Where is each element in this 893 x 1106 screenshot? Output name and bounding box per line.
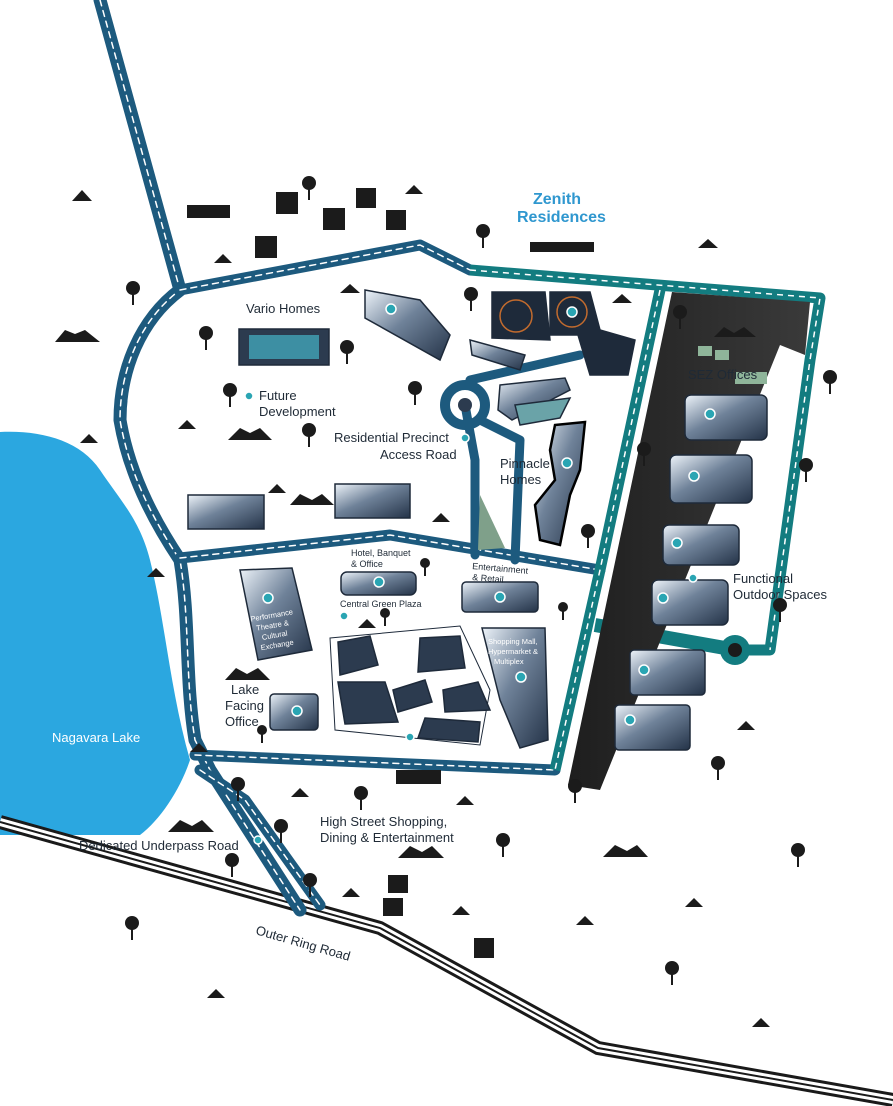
- label-lake-office-3: Office: [225, 714, 259, 729]
- label-functional-2: Outdoor Spaces: [733, 587, 827, 602]
- outer-ring-road: [0, 815, 893, 1106]
- marker-sez-2[interactable]: [688, 470, 700, 482]
- marker-zenith[interactable]: [566, 306, 578, 318]
- tree-icons: [125, 176, 837, 985]
- label-high-street-2: Dining & Entertainment: [320, 830, 454, 845]
- shopping-mall-building: [481, 627, 549, 749]
- sez-office-5: [629, 649, 706, 696]
- label-entertainment-2: & Retail: [472, 572, 504, 585]
- sez-office-2: [669, 454, 753, 504]
- label-pinnacle-1: Pinnacle: [500, 456, 550, 471]
- marker-sez-3[interactable]: [671, 537, 683, 549]
- marker-plaza[interactable]: [339, 611, 349, 621]
- marker-sez-6[interactable]: [624, 714, 636, 726]
- label-access-2: Access Road: [380, 447, 457, 462]
- label-mall-2: Hypermarket &: [488, 647, 538, 656]
- sez-office-3: [662, 524, 740, 566]
- label-hotel-1: Hotel, Banquet: [351, 548, 411, 558]
- marker-theatre[interactable]: [262, 592, 274, 604]
- roundabout: [440, 380, 490, 430]
- outer-ring-road-label: Outer Ring Road: [254, 922, 352, 963]
- hill-icons: [55, 185, 770, 1027]
- marker-sez-5[interactable]: [638, 664, 650, 676]
- marker-functional-outdoor[interactable]: [688, 573, 698, 583]
- performance-theatre-building: [239, 567, 313, 661]
- residential-block: [364, 289, 451, 362]
- label-future-2: Development: [259, 404, 336, 419]
- marker-sez-4[interactable]: [657, 592, 669, 604]
- label-entertainment-1: Entertainment: [472, 561, 529, 576]
- marker-sez-1[interactable]: [704, 408, 716, 420]
- marker-lake-office[interactable]: [291, 705, 303, 717]
- label-underpass: Dedicated Underpass Road: [79, 838, 239, 853]
- label-sez: SEZ Offices: [688, 367, 758, 382]
- location-markers[interactable]: [244, 303, 716, 845]
- marker-residential[interactable]: [385, 303, 397, 315]
- label-mall-1: Shopping Mall,: [488, 637, 538, 646]
- roundabout-center: [458, 398, 472, 412]
- label-access-1: Residential Precinct: [334, 430, 449, 445]
- nagavara-lake: [0, 431, 190, 835]
- label-lake-office-1: Lake: [231, 682, 259, 697]
- label-hotel-2: & Office: [351, 559, 383, 569]
- sez-office-6: [614, 704, 691, 751]
- sez-office-1: [684, 394, 768, 441]
- marker-entertainment[interactable]: [494, 591, 506, 603]
- project-title-line1: Zenith: [533, 191, 581, 208]
- project-title-line2: Residences: [517, 209, 606, 226]
- green-wedge: [478, 495, 505, 550]
- marker-access-road[interactable]: [460, 433, 470, 443]
- marker-hotel[interactable]: [373, 576, 385, 588]
- label-lake-office-2: Facing: [225, 698, 264, 713]
- label-functional-1: Functional: [733, 571, 793, 586]
- main-road-network: [93, 0, 606, 917]
- lake-label: Nagavara Lake: [52, 730, 140, 745]
- marker-underpass[interactable]: [253, 835, 263, 845]
- pinnacle-homes-building: [533, 420, 587, 547]
- label-plaza: Central Green Plaza: [340, 599, 422, 609]
- label-theatre-3: Cultural: [261, 629, 288, 642]
- external-buildings: [187, 188, 594, 958]
- marker-future-development[interactable]: [244, 391, 254, 401]
- label-future-1: Future: [259, 388, 297, 403]
- marker-mall[interactable]: [515, 671, 527, 683]
- label-mall-3: Multiplex: [494, 657, 524, 666]
- marker-pinnacle[interactable]: [561, 457, 573, 469]
- label-high-street-1: High Street Shopping,: [320, 814, 447, 829]
- label-vario-homes: Vario Homes: [246, 301, 321, 316]
- marker-high-street[interactable]: [405, 732, 415, 742]
- label-pinnacle-2: Homes: [500, 472, 542, 487]
